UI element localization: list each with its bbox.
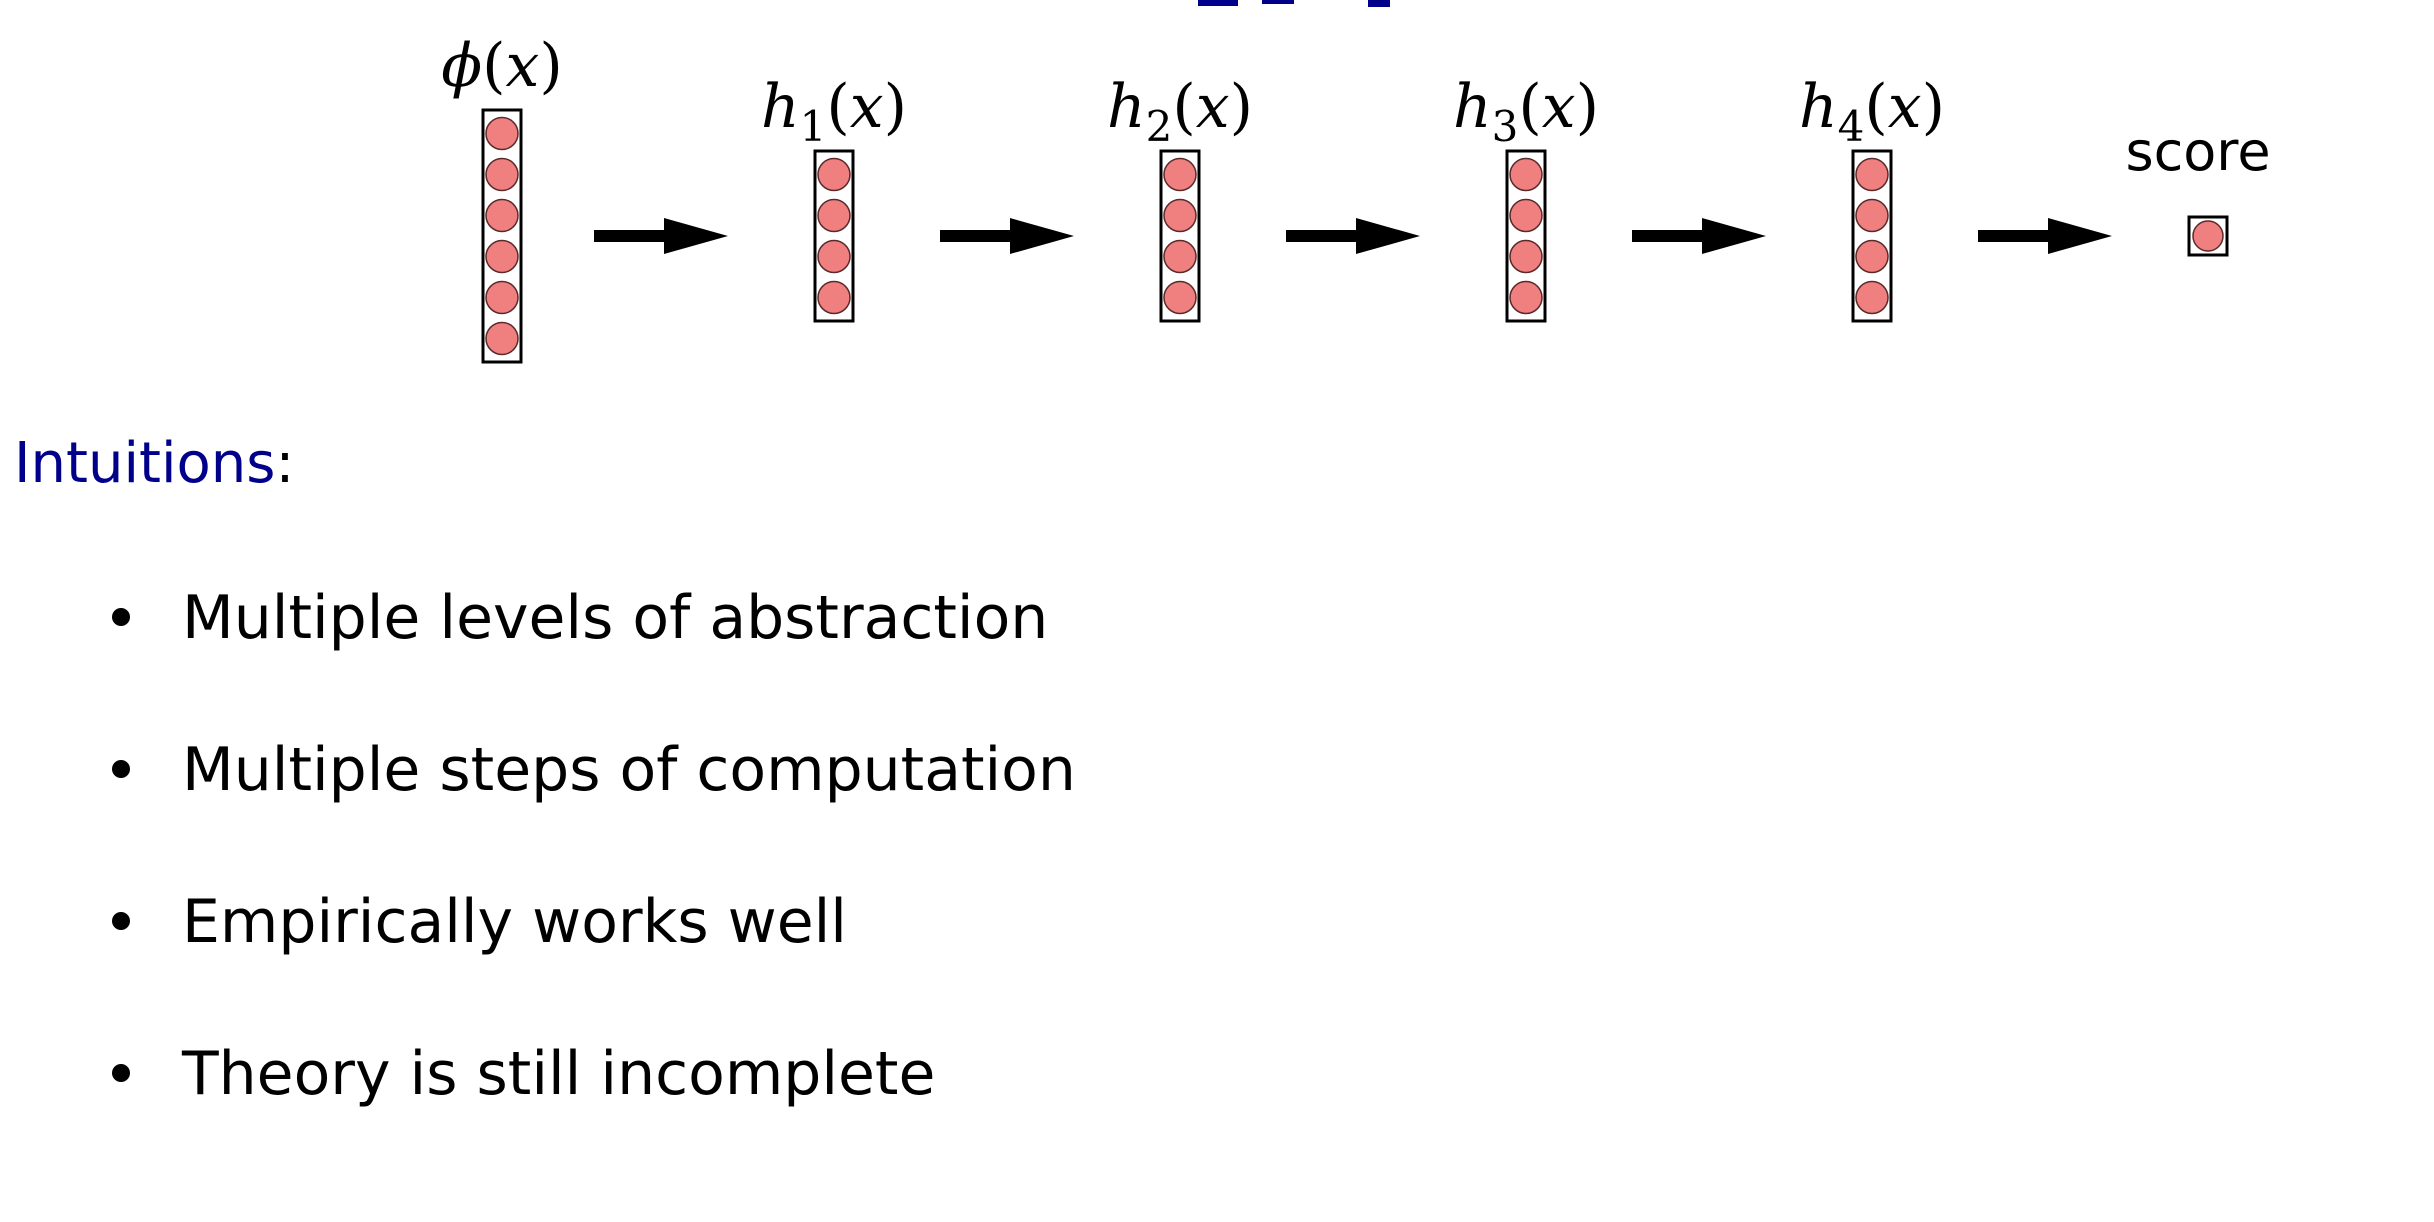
layer-label-sub: 4 xyxy=(1838,102,1865,151)
layer-column xyxy=(1851,149,1893,323)
layer-label-var: h xyxy=(1107,72,1146,142)
neuron xyxy=(485,116,519,151)
layer-label-paren: ( xyxy=(1518,72,1541,142)
neuron xyxy=(1509,280,1543,315)
layer-label-arg: x xyxy=(850,72,884,142)
layer-label-paren: ) xyxy=(1576,72,1599,142)
layer-label: h2(x) xyxy=(1107,72,1253,151)
neuron xyxy=(1163,239,1197,274)
neuron xyxy=(1163,280,1197,315)
neuron xyxy=(817,239,851,274)
layer-column xyxy=(1505,149,1547,323)
bullet-icon xyxy=(112,912,130,931)
neuron xyxy=(817,280,851,315)
layer-label-paren: ( xyxy=(482,31,505,101)
layer-column xyxy=(481,108,523,364)
neuron xyxy=(817,198,851,233)
layer-label-arg: x xyxy=(1888,72,1922,142)
bullet-text: Empirically works well xyxy=(182,887,847,957)
layer-label-paren: ) xyxy=(539,31,562,101)
layer-label-paren: ) xyxy=(1230,72,1253,142)
neuron xyxy=(1163,198,1197,233)
arrow-icon xyxy=(1286,218,1420,254)
arrow-icon xyxy=(1632,218,1766,254)
layer-label-paren: ) xyxy=(884,72,907,142)
layer-label-var: h xyxy=(761,72,800,142)
neuron xyxy=(485,280,519,315)
neuron xyxy=(1509,198,1543,233)
arrow-icon xyxy=(940,218,1074,254)
neuron xyxy=(1855,157,1889,192)
arrow-icon xyxy=(1978,218,2112,254)
neuron xyxy=(1855,239,1889,274)
network-diagram: ϕ(x)h1(x)h2(x)h3(x)h4(x)score xyxy=(441,31,2271,364)
layer-label-arg: x xyxy=(506,31,540,101)
layer-label: h4(x) xyxy=(1799,72,1945,151)
intuitions-colon: : xyxy=(275,431,295,496)
bullet-text: Theory is still incomplete xyxy=(182,1039,936,1109)
layer-label-var: ϕ xyxy=(441,31,482,101)
intuitions-label: Intuitions xyxy=(14,431,276,496)
output-node xyxy=(2187,215,2229,257)
neuron xyxy=(485,239,519,274)
bullet-icon xyxy=(112,1064,130,1083)
slide-title-fragment xyxy=(0,0,2434,14)
layer-label-arg: x xyxy=(1196,72,1230,142)
neuron xyxy=(1509,239,1543,274)
neuron xyxy=(485,321,519,356)
layer-column xyxy=(813,149,855,323)
layer-label-sub: 1 xyxy=(800,102,827,151)
list-item: Multiple levels of abstraction xyxy=(112,578,1048,658)
layer-label-var: h xyxy=(1453,72,1492,142)
output-label: score xyxy=(2125,120,2270,183)
arrow-icon xyxy=(594,218,728,254)
neuron xyxy=(1163,157,1197,192)
neuron xyxy=(1855,280,1889,315)
list-item: Multiple steps of computation xyxy=(112,730,1076,810)
neuron xyxy=(2192,220,2224,252)
neuron xyxy=(1855,198,1889,233)
intuitions-heading: Intuitions: xyxy=(14,432,294,496)
layer-box xyxy=(481,108,523,364)
layer-label: ϕ(x) xyxy=(441,31,563,101)
bullet-icon xyxy=(112,760,130,779)
layer-label-paren: ( xyxy=(1172,72,1195,142)
layer-label-paren: ( xyxy=(1864,72,1887,142)
layer-label-paren: ( xyxy=(826,72,849,142)
layer-label-sub: 3 xyxy=(1492,102,1519,151)
neuron xyxy=(485,157,519,192)
bullet-text: Multiple steps of computation xyxy=(182,735,1076,805)
list-item: Empirically works well xyxy=(112,882,847,962)
neuron xyxy=(485,198,519,233)
bullet-icon xyxy=(112,608,130,627)
layer-label-sub: 2 xyxy=(1146,102,1173,151)
layer-label: h1(x) xyxy=(761,72,907,151)
layer-column xyxy=(1159,149,1201,323)
bullet-text: Multiple levels of abstraction xyxy=(182,583,1049,653)
neuron xyxy=(1509,157,1543,192)
neuron xyxy=(817,157,851,192)
list-item: Theory is still incomplete xyxy=(112,1034,935,1114)
layer-label-paren: ) xyxy=(1922,72,1945,142)
layer-label-arg: x xyxy=(1542,72,1576,142)
layer-label: h3(x) xyxy=(1453,72,1599,151)
layer-label-var: h xyxy=(1799,72,1838,142)
